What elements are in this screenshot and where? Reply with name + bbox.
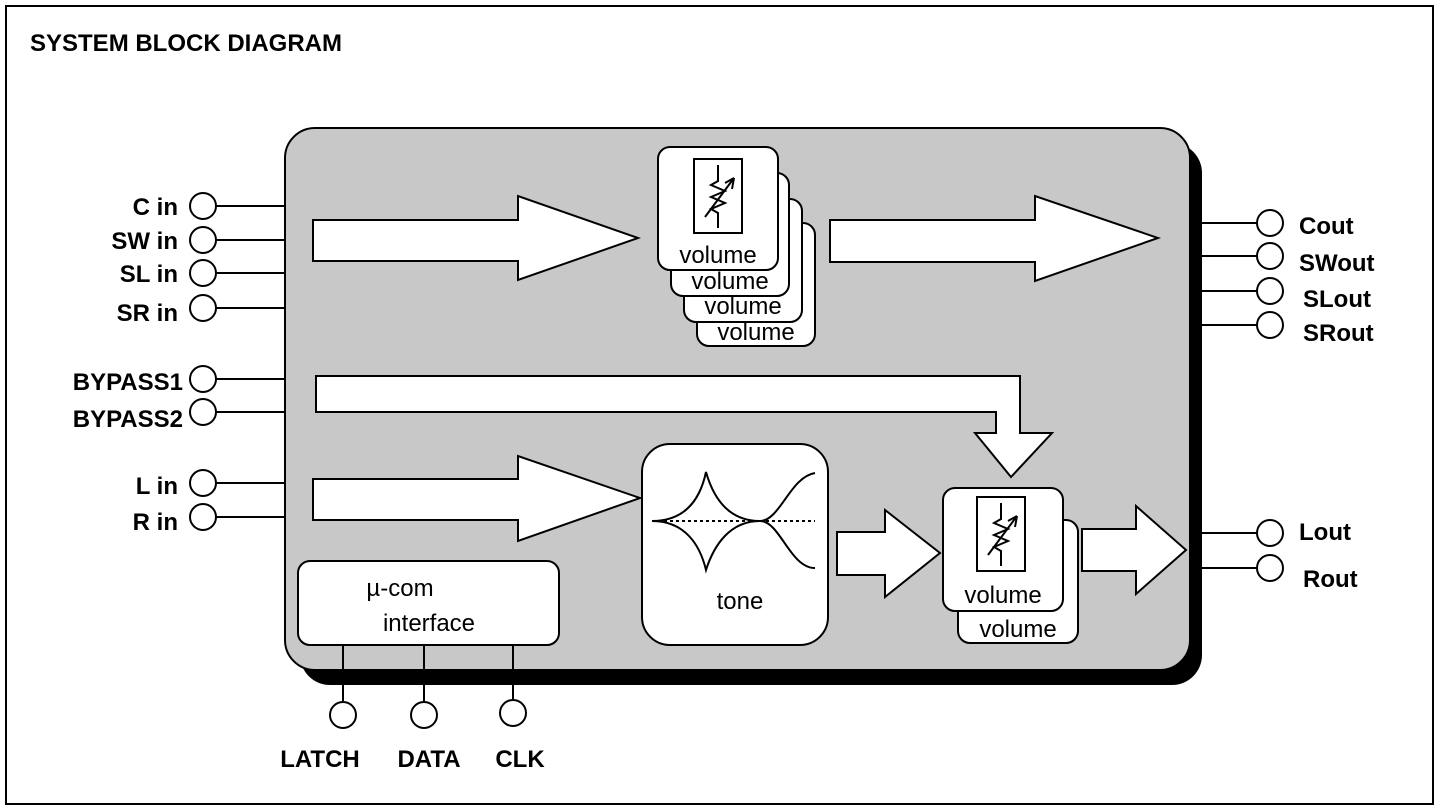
arrow-tone-to-volume [836,507,942,600]
tone-label: tone [717,588,764,615]
volume-label-sl: volume [704,293,781,320]
pin-sw-out [1256,242,1284,270]
label-l-in: L in [136,473,178,500]
label-latch: LATCH [280,746,360,773]
input-leads [216,205,285,518]
label-sl-in: SL in [120,261,178,288]
label-c-in: C in [133,194,178,221]
arrow-stereo-in [312,454,644,543]
arrow-bypass [315,375,1055,479]
label-data: DATA [397,746,460,773]
pin-sr-out [1256,311,1284,339]
pin-r-in [189,503,217,531]
volume-label-sw: volume [691,268,768,295]
pin-c-out [1256,209,1284,237]
pin-data [410,701,438,729]
label-c-out: Cout [1299,213,1354,240]
pin-r-out [1256,554,1284,582]
pin-c-in [189,192,217,220]
label-sr-out: SRout [1303,320,1374,347]
volume-stack-surround: volume volume volume volume [657,146,816,347]
label-bypass2: BYPASS2 [73,406,183,433]
diagram-frame [5,5,1434,805]
pin-bypass2 [189,398,217,426]
volume-label-c: volume [679,242,756,269]
volume-label-r: volume [979,616,1056,643]
pin-sw-in [189,226,217,254]
label-sl-out: SLout [1303,286,1371,313]
ucom-label-line2: interface [383,610,475,637]
pin-sl-in [189,259,217,287]
pin-sl-out [1256,277,1284,305]
volume-stack-stereo: volume volume [942,487,1079,644]
label-clk: CLK [495,746,545,773]
ucom-interface-block: µ-com interface [297,560,560,646]
control-leads [342,645,514,702]
pin-l-out [1256,519,1284,547]
label-sw-out: SWout [1299,250,1375,277]
pin-l-in [189,469,217,497]
diagram-title: SYSTEM BLOCK DIAGRAM [30,30,342,57]
pin-bypass1 [189,365,217,393]
volume-label-l: volume [964,582,1041,609]
arrow-stereo-out [1081,503,1188,597]
tone-block: tone [641,443,829,646]
label-sw-in: SW in [111,228,178,255]
arrow-surround-in [312,194,642,282]
output-leads [1190,222,1257,569]
label-sr-in: SR in [117,300,178,327]
label-r-in: R in [133,509,178,536]
pin-clk [499,699,527,727]
pin-sr-in [189,294,217,322]
volume-label-sr: volume [717,319,794,346]
label-l-out: Lout [1299,519,1351,546]
arrow-surround-out [829,194,1162,283]
label-bypass1: BYPASS1 [73,369,183,396]
ucom-label-line1: µ-com [366,575,433,602]
label-r-out: Rout [1303,566,1358,593]
pin-latch [329,701,357,729]
